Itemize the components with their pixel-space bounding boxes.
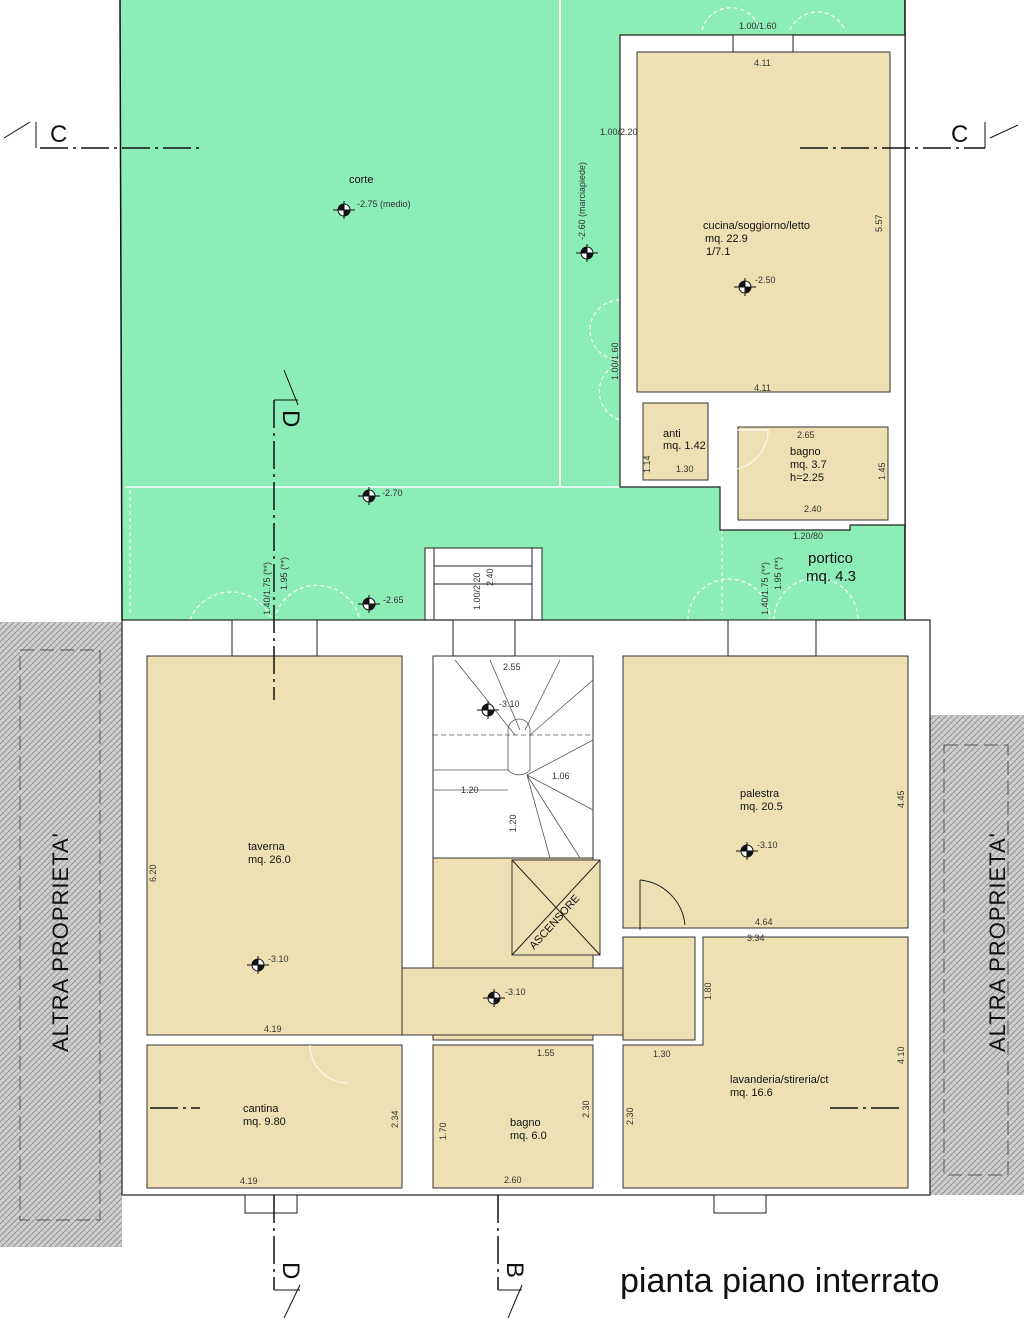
lavanderia-dim-left2: 2.30 — [625, 1107, 635, 1125]
neighbour-label-right: ALTRA PROPRIETA' — [985, 832, 1010, 1052]
bagno-dim-top: 1.55 — [537, 1048, 555, 1058]
portico-area: mq. 4.3 — [806, 568, 856, 585]
lavanderia-dim-top: 1.30 — [653, 1049, 671, 1059]
hall-level: -3.10 — [505, 987, 526, 997]
upper-window-left2: 1.00/1.60 — [610, 342, 620, 380]
upper-bath-name: bagno — [790, 446, 821, 458]
stairwell — [432, 655, 594, 859]
taverna-dim-side: 6.20 — [148, 864, 158, 882]
taverna-name: taverna — [248, 841, 286, 853]
stair-dim-top: 2.55 — [503, 662, 521, 672]
kitchen-dim-bottom: 4.11 — [754, 383, 771, 393]
room-upper-bath — [737, 426, 889, 521]
portico-door-h: 1.95 (**) — [773, 557, 783, 590]
stair-dim-w: 1.20 — [461, 785, 479, 795]
palestra-area: mq. 20.5 — [740, 801, 783, 813]
cantina-dim-bottom: 4.19 — [240, 1176, 258, 1186]
upper-window-top: 1.00/1.60 — [739, 21, 777, 31]
room-cantina — [146, 1044, 403, 1189]
section-d-top: D — [277, 410, 304, 427]
cantina-area: mq. 9.80 — [243, 1116, 286, 1128]
kitchen-area: mq. 22.9 — [705, 233, 748, 245]
upper-window-left: 1.00/2.20 — [600, 127, 638, 137]
upper-bath-area: mq. 3.7 — [790, 459, 827, 471]
anti-dim-w: 1.30 — [676, 464, 694, 474]
anti-dim-h: 1.14 — [642, 455, 652, 473]
section-c-left: C — [50, 121, 67, 148]
room-lavanderia — [622, 936, 909, 1189]
room-anti — [642, 402, 709, 481]
palestra-dim-bottom2: 3.34 — [747, 933, 765, 943]
garden-door-left-h: 1.95 (**) — [279, 557, 289, 590]
upper-bath-height: h=2.25 — [790, 472, 824, 484]
cantina-name: cantina — [243, 1103, 279, 1115]
portico-door: 1.40/1.75 (**) — [760, 562, 770, 615]
stair-dim-h: 1.20 — [508, 814, 518, 832]
portico-name: portico — [808, 550, 853, 567]
garden-level-entry: -2.65 — [383, 595, 404, 605]
kitchen-dim-top: 4.11 — [754, 58, 771, 68]
stair-dim-r: 1.06 — [552, 771, 570, 781]
kitchen-ratio: 1/7.1 — [706, 246, 730, 258]
section-b-bottom: B — [501, 1262, 528, 1278]
room-bagno — [432, 1044, 594, 1189]
kitchen-name: cucina/soggiorno/letto — [703, 220, 810, 232]
room-kitchen — [636, 51, 891, 393]
upper-bath-dim-bottom: 2.40 — [804, 504, 822, 514]
garden-stair-h: 2.40 — [485, 568, 495, 586]
lavanderia-name: lavanderia/stireria/ct — [730, 1074, 828, 1086]
garden-door-left: 1.40/1.75 (**) — [262, 562, 272, 615]
taverna-dim-bottom: 4.19 — [264, 1024, 282, 1034]
garden-name: corte — [349, 174, 373, 186]
garden-level-main: -2.75 (medio) — [357, 199, 411, 209]
upper-bath-dim-side: 1.45 — [877, 462, 887, 480]
bagno-name: bagno — [510, 1117, 541, 1129]
bagno-dim-side: 2.30 — [581, 1100, 591, 1118]
garden-stair-dims: 1.00/2.20 — [472, 572, 482, 610]
kitchen-level: -2.50 — [755, 275, 776, 285]
palestra-dim-side: 4.45 — [896, 790, 906, 808]
garden-level-lower: -2.70 — [382, 488, 403, 498]
neighbour-label-left: ALTRA PROPRIETA' — [48, 832, 73, 1052]
upper-bath-dim-top: 2.65 — [797, 430, 815, 440]
palestra-dim-bottom: 4.64 — [755, 917, 773, 927]
lavanderia-dim-side: 4.10 — [896, 1046, 906, 1064]
lavanderia-area: mq. 16.6 — [730, 1087, 773, 1099]
bagno-dim-bottom: 2.60 — [504, 1175, 522, 1185]
kitchen-dim-side: 5.57 — [874, 214, 884, 232]
bagno-area: mq. 6.0 — [510, 1130, 547, 1142]
garden-level-path: -2.60 (marciapiede) — [577, 162, 587, 240]
taverna-level: -3.10 — [268, 954, 289, 964]
drawing-title: pianta piano interrato — [620, 1262, 939, 1300]
section-c-right: C — [951, 121, 968, 148]
lavanderia-dim-left: 1.80 — [703, 982, 713, 1000]
anti-name: anti — [663, 428, 681, 440]
palestra-name: palestra — [740, 788, 780, 800]
upper-bath-window: 1.20/80 — [793, 531, 823, 541]
taverna-area: mq. 26.0 — [248, 854, 291, 866]
bagno-dim-left: 1.70 — [438, 1122, 448, 1140]
cantina-dim-side: 2.34 — [390, 1110, 400, 1128]
anti-area: mq. 1.42 — [663, 440, 706, 452]
room-palestra — [622, 655, 909, 929]
section-d-bottom: D — [277, 1262, 304, 1279]
room-service — [622, 936, 696, 1041]
palestra-level: -3.10 — [757, 840, 778, 850]
stair-level: -3.10 — [499, 699, 520, 709]
